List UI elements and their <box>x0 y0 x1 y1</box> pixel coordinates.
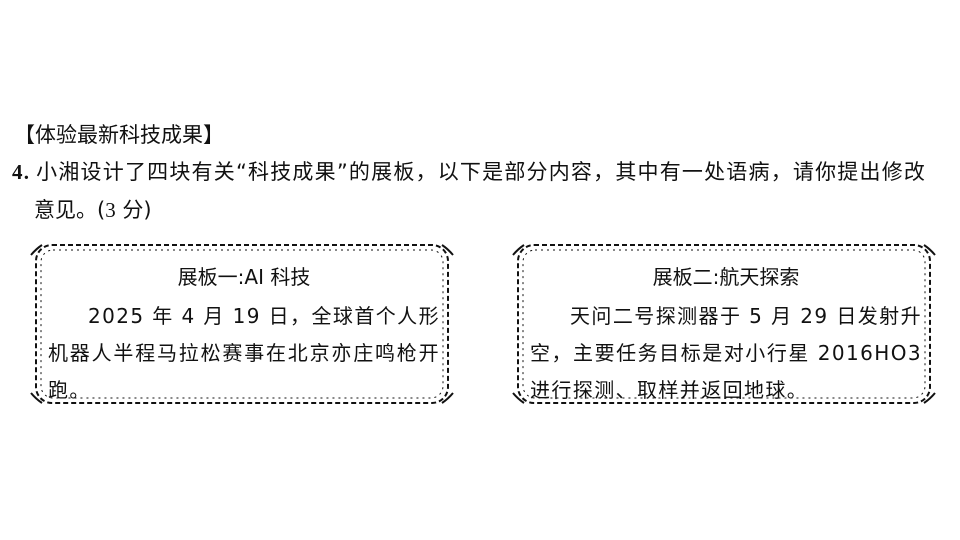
board-2: 展板二:航天探索 天问二号探测器于 5 月 29 日发射升空，主要任务目标是对小… <box>512 239 936 409</box>
question-4: 4.小湘设计了四块有关“科技成果”的展板，以下是部分内容，其中有一处语病，请你提… <box>12 156 947 226</box>
question-text-continued: 意见。( <box>34 198 106 222</box>
section-title: 【体验最新科技成果】 <box>14 123 224 147</box>
board-2-body: 天问二号探测器于 5 月 29 日发射升空，主要任务目标是对小行星 2016HO… <box>530 304 922 402</box>
board-2-frame <box>512 244 936 404</box>
board-2-content: 展板二:航天探索 天问二号探测器于 5 月 29 日发射升空，主要任务目标是对小… <box>530 259 922 409</box>
question-line-1: 4.小湘设计了四块有关“科技成果”的展板，以下是部分内容，其中有一处语病，请你提… <box>12 156 947 188</box>
question-score-unit: 分) <box>115 198 152 222</box>
board-1-content: 展板一:AI 科技 2025 年 4 月 19 日，全球首个人形机器人半程马拉松… <box>48 259 440 409</box>
question-text: 小湘设计了四块有关“科技成果”的展板，以下是部分内容，其中有一处语病，请你提出修… <box>36 160 927 184</box>
board-1-frame <box>30 244 454 404</box>
board-1: 展板一:AI 科技 2025 年 4 月 19 日，全球首个人形机器人半程马拉松… <box>30 239 454 409</box>
question-line-2: 意见。(3 分) <box>12 194 947 226</box>
question-score: 3 <box>105 198 116 222</box>
board-1-title: 展板一:AI 科技 <box>177 265 311 289</box>
board-1-body: 2025 年 4 月 19 日，全球首个人形机器人半程马拉松赛事在北京亦庄鸣枪开… <box>48 304 440 402</box>
board-2-title: 展板二:航天探索 <box>652 265 800 289</box>
question-number: 4. <box>12 160 31 184</box>
